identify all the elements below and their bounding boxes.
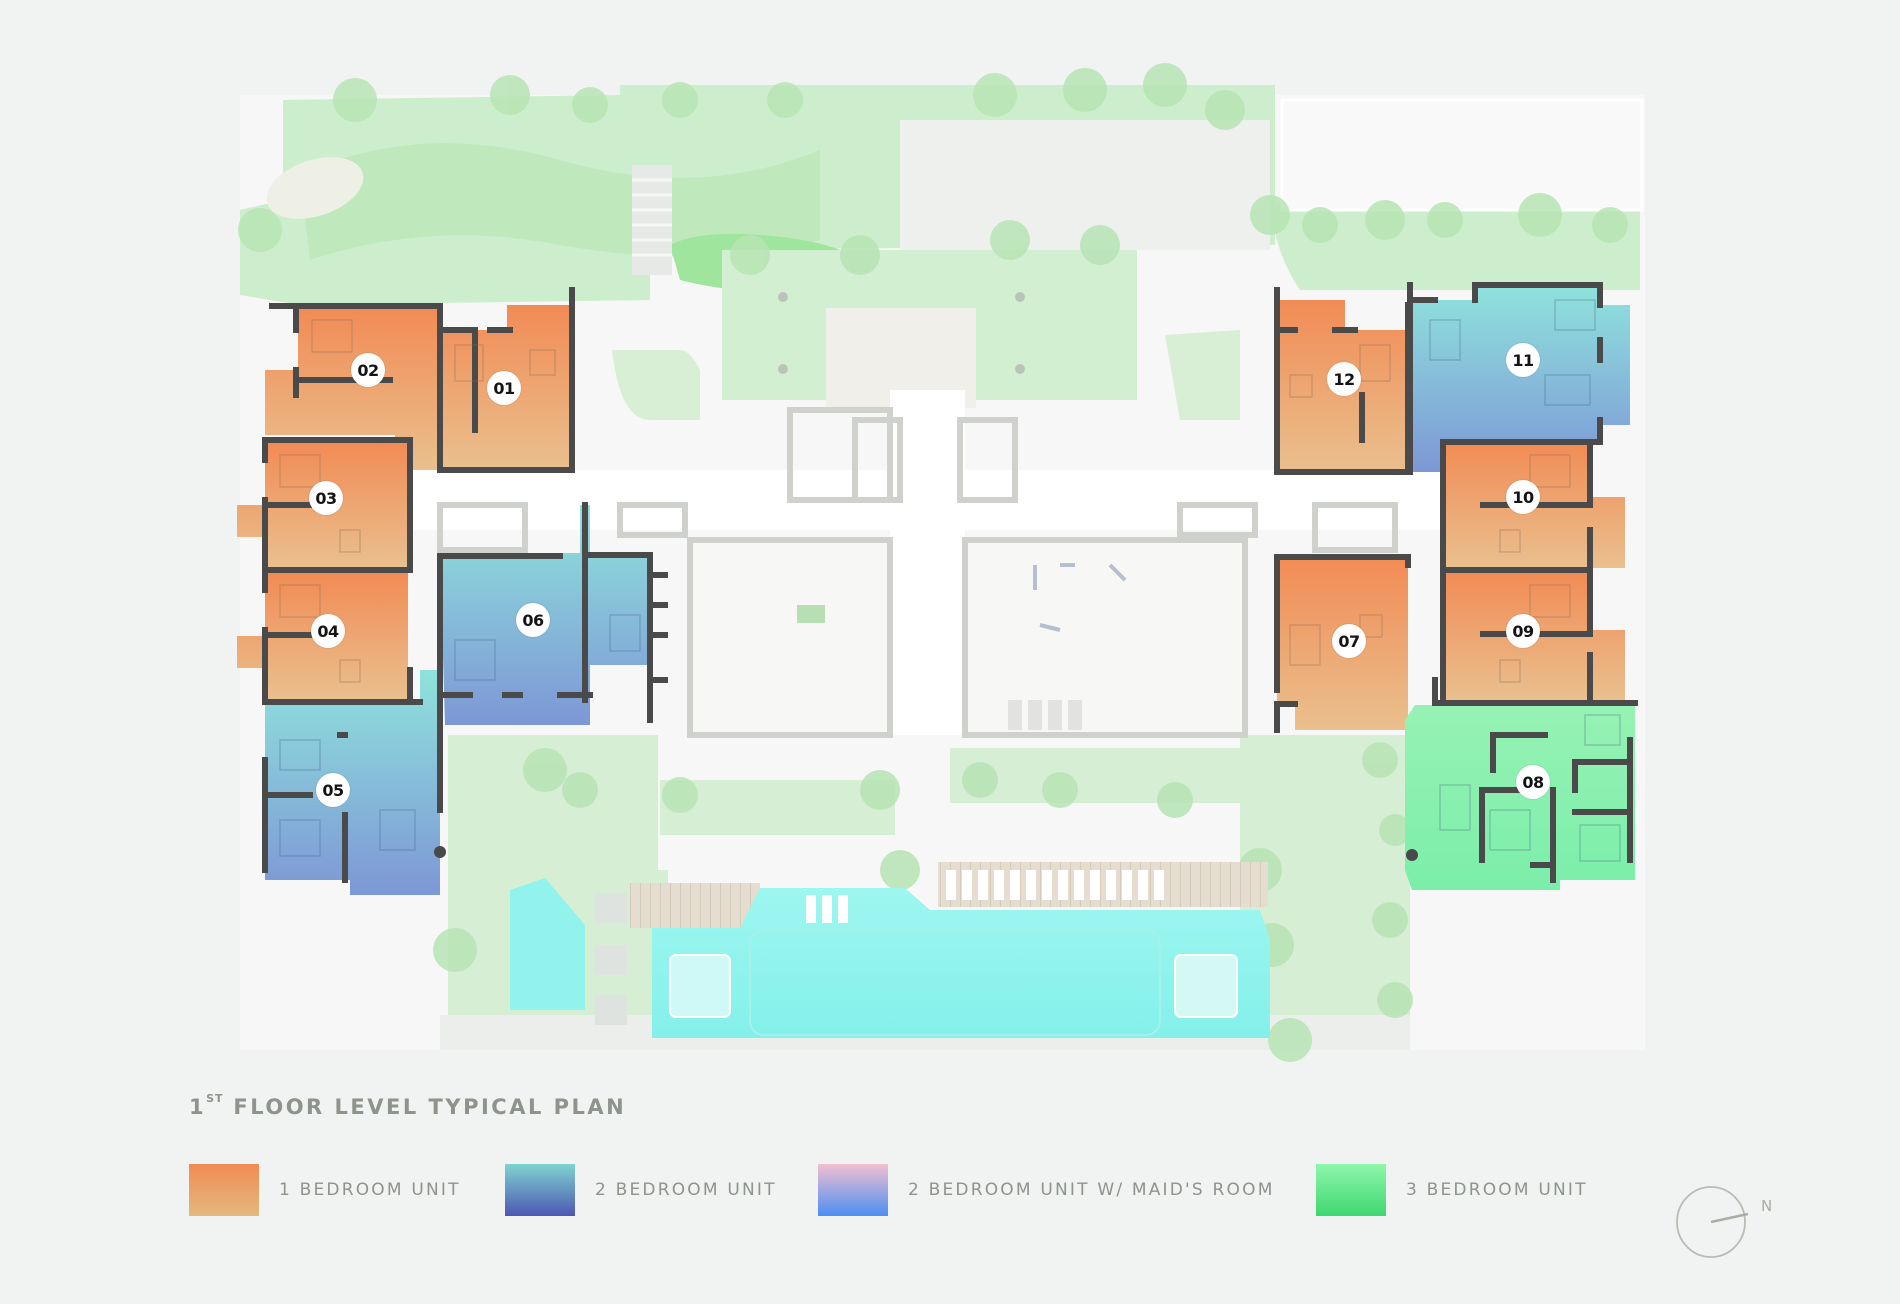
unit-02[interactable] bbox=[265, 308, 440, 470]
legend-item-3br: 3 BEDROOM UNIT bbox=[1316, 1164, 1588, 1216]
legend-item-2br: 2 BEDROOM UNIT bbox=[505, 1164, 777, 1216]
unit-label-05[interactable]: 05 bbox=[316, 773, 350, 807]
legend-label-2br-maid: 2 BEDROOM UNIT W/ MAID'S ROOM bbox=[908, 1180, 1275, 1200]
unit-label-10[interactable]: 10 bbox=[1506, 480, 1540, 514]
legend-item-1br: 1 BEDROOM UNIT bbox=[189, 1164, 461, 1216]
unit-label-04[interactable]: 04 bbox=[311, 614, 345, 648]
legend-swatch-2br bbox=[505, 1164, 575, 1216]
unit-label-06[interactable]: 06 bbox=[516, 603, 550, 637]
north-arrow-icon bbox=[1676, 1186, 1748, 1258]
legend-swatch-2br-maid bbox=[818, 1164, 888, 1216]
plan-title-text: FLOOR LEVEL TYPICAL PLAN bbox=[223, 1095, 627, 1119]
furniture-hints bbox=[279, 319, 1571, 683]
trees bbox=[238, 63, 1628, 1062]
legend-swatch-1br bbox=[189, 1164, 259, 1216]
compass-north-label: N bbox=[1761, 1197, 1773, 1215]
unit-label-09[interactable]: 09 bbox=[1506, 614, 1540, 648]
unit-label-01[interactable]: 01 bbox=[487, 371, 521, 405]
unit-label-11[interactable]: 11 bbox=[1506, 343, 1540, 377]
furniture-hints-cool bbox=[279, 299, 1621, 862]
legend-label-2br: 2 BEDROOM UNIT bbox=[595, 1180, 777, 1200]
plan-title-number: 1 bbox=[189, 1095, 207, 1119]
plan-title-superscript: ST bbox=[206, 1092, 224, 1105]
legend-item-2br-maid: 2 BEDROOM UNIT W/ MAID'S ROOM bbox=[818, 1164, 1275, 1216]
unit-label-02[interactable]: 02 bbox=[351, 353, 385, 387]
legend-label-3br: 3 BEDROOM UNIT bbox=[1406, 1180, 1588, 1200]
unit-08[interactable] bbox=[1405, 705, 1635, 890]
walls bbox=[262, 282, 1638, 883]
unit-label-07[interactable]: 07 bbox=[1332, 624, 1366, 658]
unit-11[interactable] bbox=[1410, 285, 1630, 472]
units-right-wing bbox=[1277, 285, 1635, 890]
unit-label-12[interactable]: 12 bbox=[1327, 362, 1361, 396]
pool bbox=[510, 862, 1270, 1038]
wall-columns bbox=[434, 846, 1418, 861]
legend-swatch-3br bbox=[1316, 1164, 1386, 1216]
unit-label-08[interactable]: 08 bbox=[1516, 765, 1550, 799]
legend-label-1br: 1 BEDROOM UNIT bbox=[279, 1180, 461, 1200]
unit-05[interactable] bbox=[265, 670, 440, 895]
plan-title: 1ST FLOOR LEVEL TYPICAL PLAN bbox=[189, 1092, 627, 1119]
unit-label-03[interactable]: 03 bbox=[309, 481, 343, 515]
